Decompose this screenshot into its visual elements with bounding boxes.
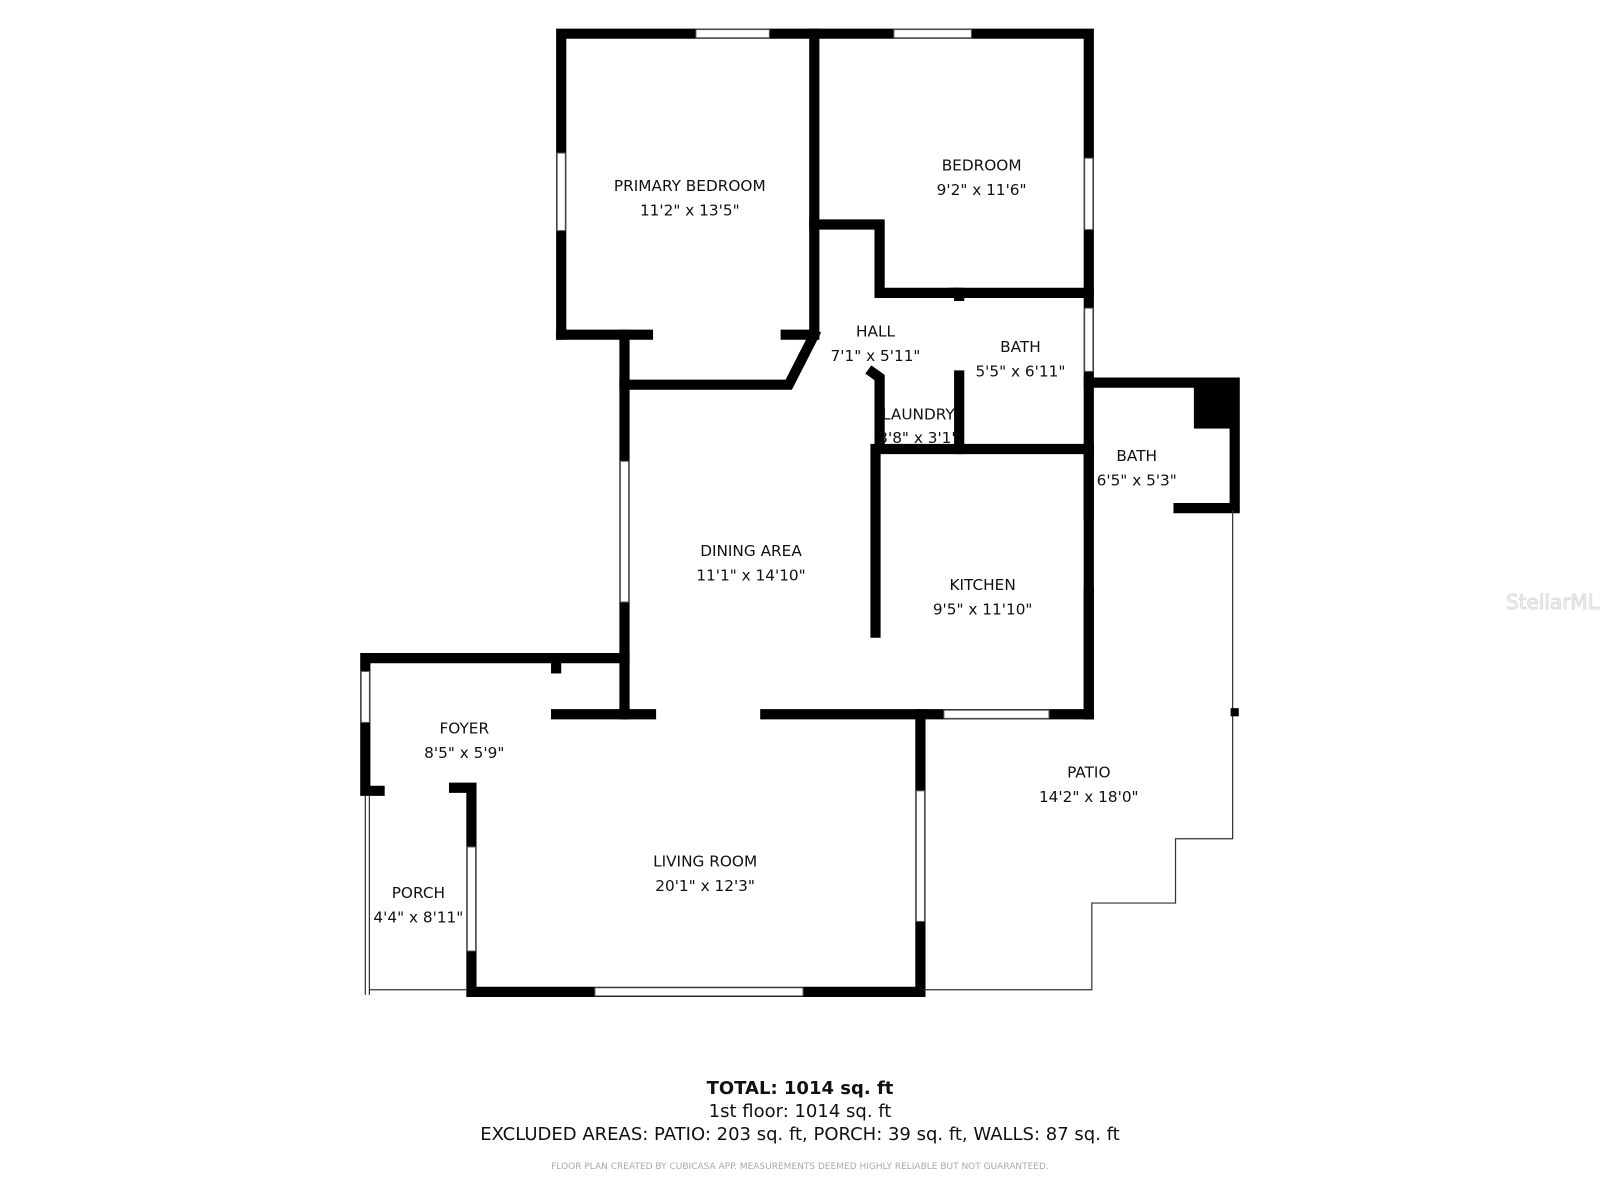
room-size: 11'2" x 13'5" xyxy=(640,201,740,219)
room-name: LAUNDRY xyxy=(882,405,955,423)
room-name: HALL xyxy=(856,323,895,341)
room-name: FOYER xyxy=(439,720,489,738)
room-size: 4'4" x 8'11" xyxy=(373,908,463,926)
room-size: 3'8" x 3'1" xyxy=(878,429,958,447)
watermark: StellarMLS xyxy=(1506,590,1600,615)
room-name: KITCHEN xyxy=(950,576,1016,594)
room-size: 20'1" x 12'3" xyxy=(655,877,755,895)
room-size: 9'2" x 11'6" xyxy=(937,181,1027,199)
room-size: 6'5" x 5'3" xyxy=(1097,472,1177,490)
excluded-areas: EXCLUDED AREAS: PATIO: 203 sq. ft, PORCH… xyxy=(480,1124,1120,1145)
patio-outline xyxy=(369,510,1239,991)
room-size: 5'5" x 6'11" xyxy=(975,363,1065,381)
disclaimer: FLOOR PLAN CREATED BY CUBICASA APP. MEAS… xyxy=(551,1162,1049,1172)
room-name: DINING AREA xyxy=(700,542,802,560)
room-size: 11'1" x 14'10" xyxy=(696,567,805,585)
room-name: PRIMARY BEDROOM xyxy=(614,177,766,195)
walls xyxy=(360,28,1240,997)
floor-area: 1st floor: 1014 sq. ft xyxy=(708,1101,892,1122)
room-size: 7'1" x 5'11" xyxy=(831,347,921,365)
room-name: BEDROOM xyxy=(942,156,1022,174)
room-name: BATH xyxy=(1000,338,1041,356)
room-name: LIVING ROOM xyxy=(653,852,757,870)
room-labels: PRIMARY BEDROOM 11'2" x 13'5" BEDROOM 9'… xyxy=(373,156,1176,926)
room-size: 8'5" x 5'9" xyxy=(424,744,504,762)
room-name: PATIO xyxy=(1067,764,1110,782)
total-area: TOTAL: 1014 sq. ft xyxy=(706,1078,894,1099)
room-size: 9'5" x 11'10" xyxy=(933,600,1033,618)
room-size: 14'2" x 18'0" xyxy=(1039,788,1139,806)
room-name: PORCH xyxy=(392,884,445,902)
room-name: BATH xyxy=(1116,447,1157,465)
windows xyxy=(360,29,1094,997)
